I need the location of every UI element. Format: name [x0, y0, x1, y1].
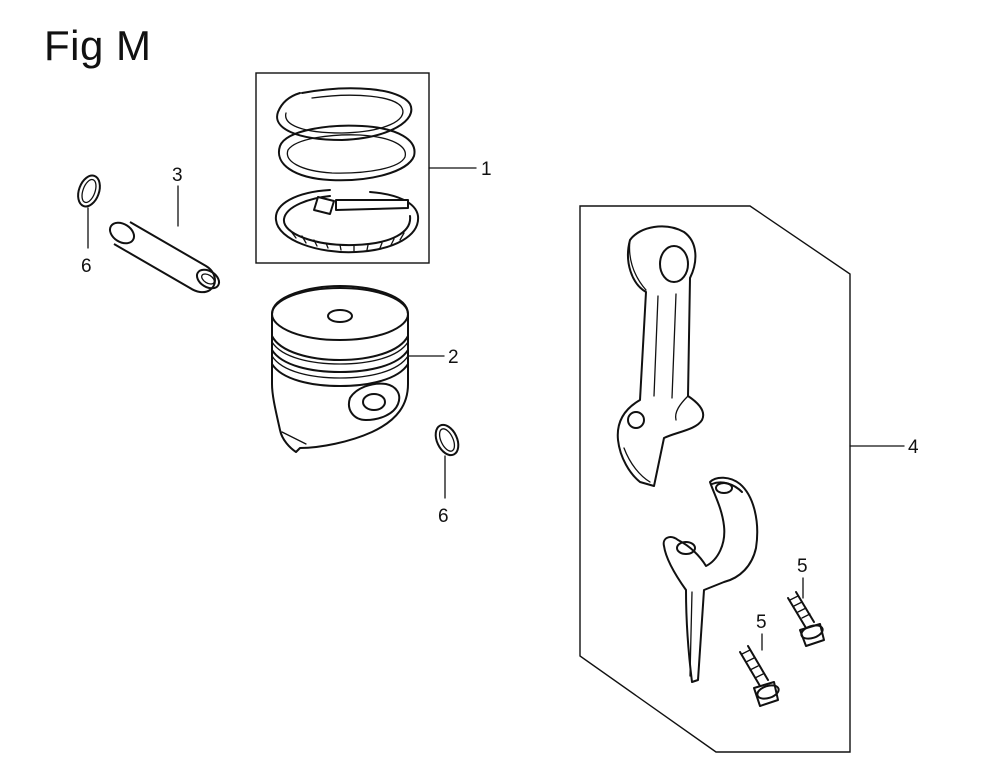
rod-bolt-lower: [739, 645, 780, 707]
pin-boss: [348, 382, 401, 421]
piston-crown: [271, 287, 409, 341]
piston-ring-set: [255, 72, 430, 264]
callout-piston-pin: 3: [172, 165, 183, 186]
piston-pin: [108, 221, 221, 294]
second-compression-ring: [277, 124, 416, 182]
rod-cap-body: [662, 476, 759, 683]
figure-title: Fig M: [44, 22, 152, 69]
rod-cap: [662, 476, 759, 683]
connecting-rod: [616, 225, 705, 487]
pin-clip-right: [434, 423, 460, 457]
callout-pin-clip-right: 6: [438, 506, 449, 527]
rod-bolt-hole: [627, 411, 645, 429]
pin-clip-left: [77, 174, 101, 208]
rod-bolt-upper: [787, 591, 825, 647]
connecting-rod-frame: [579, 205, 851, 753]
callout-piston-rings: 1: [481, 159, 492, 180]
callout-rod-bolt-lower: 5: [756, 612, 767, 633]
rod-beam: [616, 225, 705, 487]
callout-rod-bolt-upper: 5: [797, 556, 808, 577]
crown-mark: [327, 309, 353, 323]
callout-pin-clip-left: 6: [81, 256, 92, 277]
callout-connecting-rod-assembly: 4: [908, 437, 919, 458]
callout-piston: 2: [448, 347, 459, 368]
oil-control-ring: [274, 189, 420, 254]
small-end-bore: [659, 245, 689, 283]
top-compression-ring: [276, 87, 413, 141]
bolt-head-lower: [753, 681, 779, 707]
pin-end: [108, 221, 136, 245]
piston: [271, 285, 409, 453]
